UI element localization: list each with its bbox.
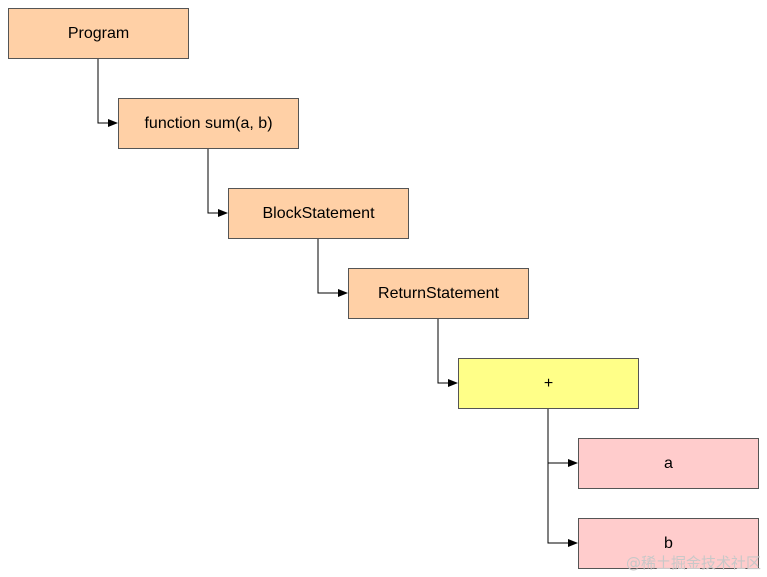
node-block-statement: BlockStatement (228, 188, 409, 239)
node-program: Program (8, 8, 189, 59)
edge-return-plus (437, 318, 458, 387)
edge-plus-a (547, 408, 578, 467)
edge-block-return (317, 238, 348, 297)
edge-program-function (97, 58, 118, 127)
watermark: @稀土掘金技术社区 (625, 554, 761, 572)
node-identifier-a: a (578, 438, 759, 489)
edge-plus-b (547, 408, 578, 547)
node-binary-plus: + (458, 358, 639, 409)
edge-function-block (207, 148, 228, 217)
node-return-statement: ReturnStatement (348, 268, 529, 319)
node-function-declaration: function sum(a, b) (118, 98, 299, 149)
node-identifier-b: b (578, 518, 759, 569)
